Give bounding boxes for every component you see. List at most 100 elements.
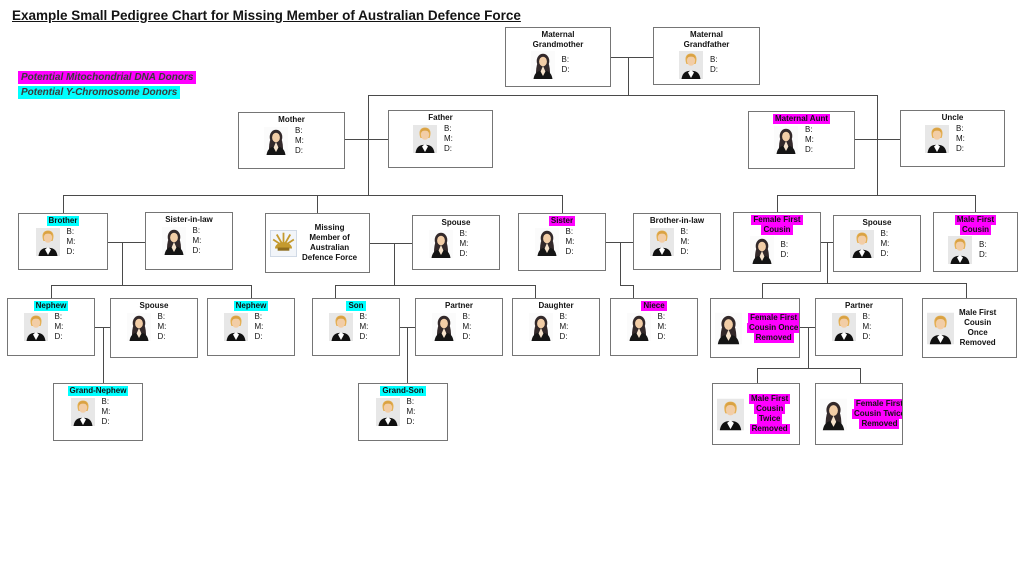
person-label-line: Removed	[859, 419, 900, 429]
person-box-body: B:M:D:	[428, 229, 484, 259]
female-icon	[264, 127, 288, 155]
person-field: B:	[462, 312, 471, 321]
person-field: B:	[192, 226, 201, 235]
person-field: B:	[406, 397, 415, 406]
person-label-line: Female First	[751, 215, 803, 225]
person-field: M:	[254, 322, 264, 331]
male-icon	[328, 313, 353, 341]
person-field: D:	[459, 249, 468, 258]
connector-line	[762, 283, 967, 284]
person-box-body: B:M:D:	[534, 227, 590, 257]
connector-line	[51, 285, 52, 298]
person-label-line: Nephew	[33, 301, 69, 311]
connector-line	[877, 95, 878, 195]
person-field: M:	[406, 407, 416, 416]
person-label-line: Maternal	[541, 30, 575, 39]
connector-line	[63, 195, 64, 213]
person-fields: B:M:D:	[360, 312, 384, 342]
connector-line	[394, 243, 395, 285]
person-box-body: B:M:D:	[23, 312, 79, 342]
person-field: M:	[54, 322, 64, 331]
person-label: Brother	[46, 216, 80, 226]
person-label: Son	[346, 301, 366, 311]
connector-line	[808, 327, 809, 368]
connector-line	[407, 327, 408, 383]
person-field: M:	[101, 407, 111, 416]
male-icon	[35, 228, 60, 256]
connector-line	[620, 242, 621, 285]
person-field: B:	[254, 312, 263, 321]
person-field: D:	[956, 144, 964, 153]
person-label-line: Cousin	[959, 225, 992, 235]
male-icon	[948, 236, 972, 264]
person-field: M:	[956, 134, 965, 143]
person-field: B:	[880, 229, 889, 238]
person-label-line: Member of	[309, 233, 350, 242]
female-icon	[715, 312, 742, 345]
connector-line	[317, 195, 318, 213]
male-icon	[223, 313, 248, 341]
connector-line	[633, 285, 634, 298]
person-fields: B:D:	[710, 55, 734, 75]
person-label-line: Once	[967, 328, 988, 337]
connector-line	[345, 139, 388, 140]
female-icon	[534, 228, 559, 256]
person-field: D:	[862, 332, 871, 341]
person-field: B:	[459, 229, 468, 238]
page-title: Example Small Pedigree Chart for Missing…	[12, 8, 521, 23]
person-field: D:	[680, 247, 689, 256]
connector-line	[757, 368, 861, 369]
adf-emblem-icon	[270, 227, 297, 260]
connector-line	[800, 327, 815, 328]
person-field: B:	[780, 240, 789, 249]
person-box-body: B:D:	[948, 236, 1003, 264]
person-fields: B:M:D:	[444, 124, 468, 154]
person-label: Maternal Aunt	[772, 114, 831, 124]
person-field: B:	[66, 227, 75, 236]
person-field: M:	[657, 322, 667, 331]
person-field: B:	[157, 312, 166, 321]
person-label: Daughter	[538, 301, 573, 311]
person-label-line: Nephew	[233, 301, 269, 311]
person-label-line: Mother	[278, 115, 305, 124]
person-label-line: Brother	[46, 216, 80, 226]
person-fields: B:M:D:	[67, 227, 91, 257]
person-box-body: B:M:D:	[774, 125, 829, 155]
person-fields: B:M:D:	[566, 227, 590, 257]
person-label-line: Grand-Son	[380, 386, 426, 396]
person-field: M:	[66, 237, 76, 246]
person-label-line: Male First	[959, 308, 997, 317]
person-label-line: Son	[346, 301, 366, 311]
person-field: M:	[462, 322, 472, 331]
male-icon	[413, 125, 437, 153]
person-field: B:	[444, 124, 452, 133]
connector-line	[777, 195, 778, 212]
person-label: Partner	[445, 301, 473, 311]
female-icon	[749, 236, 774, 264]
person-label-line: Grand-Nephew	[67, 386, 129, 396]
legend-label: Potential Mitochondrial DNA Donors	[18, 71, 197, 84]
connector-line	[335, 285, 336, 298]
person-field: D:	[462, 332, 471, 341]
person-field: B:	[559, 312, 568, 321]
person-fields: B:M:D:	[193, 226, 217, 256]
person-field: M:	[295, 136, 304, 145]
connector-line	[51, 285, 252, 286]
connector-line	[370, 243, 412, 244]
male-icon	[679, 51, 703, 79]
male-icon	[649, 228, 674, 256]
legend-item: Potential Mitochondrial DNA Donors	[18, 71, 197, 84]
